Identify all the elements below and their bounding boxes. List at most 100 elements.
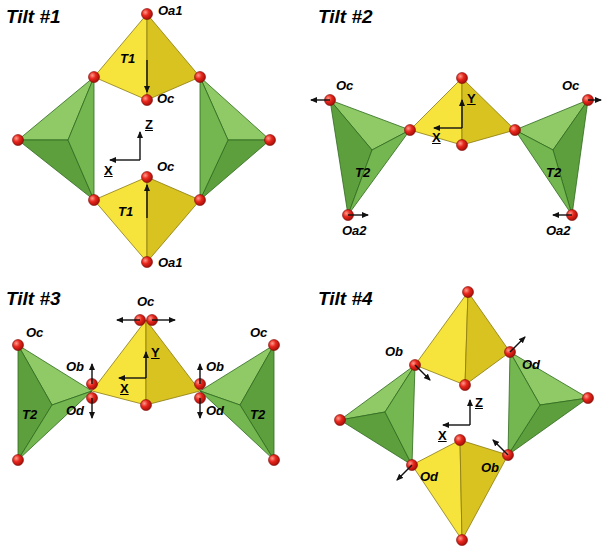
displacement-arrows-part — [311, 99, 330, 100]
yellow-tetrahedra-part — [146, 320, 200, 405]
atom-label: Oa1 — [158, 256, 183, 271]
atom-label: Oc — [562, 79, 579, 94]
oxygen-atoms-part — [457, 140, 468, 151]
axis-label: X — [120, 382, 129, 397]
green-tetrahedra-part — [330, 100, 372, 215]
atom-label: Oc — [137, 295, 154, 310]
axis-arrows-part — [145, 352, 146, 378]
displacement-arrows-part — [553, 214, 572, 215]
yellow-tetrahedra — [92, 14, 515, 540]
tetrahedron-label: T1 — [120, 52, 135, 67]
yellow-tetrahedra-part — [462, 78, 515, 145]
yellow-tetrahedra-part — [412, 440, 462, 540]
yellow-tetrahedra-part — [147, 177, 200, 262]
oxygen-atoms-part — [455, 435, 466, 446]
atom-label: Od — [522, 358, 540, 373]
oxygen-atoms-part — [269, 340, 280, 351]
axis-arrows-part — [110, 159, 140, 160]
tetrahedron-label: T2 — [546, 166, 561, 181]
axis-arrows-part — [469, 400, 470, 425]
atom-label: Oc — [250, 326, 267, 341]
axis-label: Y — [151, 346, 160, 361]
oxygen-atoms-part — [141, 400, 152, 411]
axis-arrows-part — [434, 127, 462, 128]
oxygen-atoms-part — [463, 287, 474, 298]
yellow-tetrahedra-part — [465, 292, 510, 385]
oxygen-atoms-part — [13, 340, 24, 351]
oxygen-atoms-part — [142, 9, 153, 20]
axis-label: X — [438, 429, 447, 444]
atom-label: Oc — [336, 79, 353, 94]
oxygen-atoms-part — [405, 125, 416, 136]
axis-arrows — [110, 100, 470, 425]
green-tetrahedra-part — [348, 130, 410, 215]
axis-arrows-part — [443, 424, 470, 425]
axis-label: Y — [467, 92, 476, 107]
displacement-arrows-part — [510, 337, 525, 352]
oxygen-atoms-part — [195, 195, 206, 206]
displacement-arrows — [92, 60, 601, 480]
yellow-tetrahedra-part — [147, 14, 200, 100]
oxygen-atoms-part — [510, 125, 521, 136]
panel-title: Tilt #1 — [6, 6, 61, 28]
oxygen-atoms-part — [265, 135, 276, 146]
axis-label: X — [432, 131, 441, 146]
atom-label: Oc — [26, 326, 43, 341]
oxygen-atoms-part — [269, 455, 280, 466]
green-tetrahedra-part — [553, 100, 588, 215]
atom-label: Oc — [157, 92, 174, 107]
green-tetrahedra-part — [18, 391, 92, 460]
green-tetrahedra-part — [68, 77, 94, 200]
axis-arrows-part — [139, 132, 140, 160]
oxygen-atoms-part — [583, 393, 594, 404]
displacement-arrows-part — [415, 365, 430, 380]
yellow-tetrahedra-part — [94, 14, 147, 100]
displacement-arrows-part — [493, 440, 508, 455]
displacement-arrows-part — [348, 214, 368, 215]
displacement-arrows-part — [199, 364, 200, 384]
atom-label: Oa2 — [342, 224, 367, 239]
displacement-arrows-part — [397, 465, 412, 480]
panel-title: Tilt #3 — [6, 288, 61, 310]
tetrahedron-label: T2 — [250, 408, 265, 423]
panel-title: Tilt #4 — [318, 288, 373, 310]
atom-label: Ob — [206, 360, 224, 375]
yellow-tetrahedra-part — [94, 177, 147, 262]
atom-label: Oa1 — [158, 4, 183, 19]
displacement-arrows-part — [588, 99, 601, 100]
tetrahedron-label: T2 — [22, 408, 37, 423]
oxygen-atoms-part — [89, 195, 100, 206]
axis-arrows-part — [461, 100, 462, 128]
oxygen-atoms-part — [142, 257, 153, 268]
panel-title: Tilt #2 — [318, 6, 373, 28]
axis-label: Z — [145, 118, 153, 133]
green-tetrahedra-part — [508, 352, 540, 455]
oxygen-atoms-part — [335, 415, 346, 426]
atom-label: Ob — [66, 360, 84, 375]
oxygen-atoms-part — [142, 172, 153, 183]
tetrahedron-label: T1 — [118, 205, 133, 220]
oxygen-atoms-part — [195, 72, 206, 83]
oxygen-atoms — [13, 9, 594, 546]
displacement-arrows-part — [146, 185, 147, 218]
atom-label: Od — [206, 404, 224, 419]
green-tetrahedra-part — [385, 365, 415, 465]
oxygen-atoms-part — [13, 135, 24, 146]
yellow-tetrahedra-part — [460, 440, 508, 540]
displacement-arrows-part — [91, 364, 92, 384]
yellow-tetrahedra-part — [92, 320, 146, 405]
axis-label: X — [104, 164, 113, 179]
displacement-arrows-part — [117, 319, 140, 320]
atom-label: Oa2 — [546, 224, 571, 239]
axis-label: Z — [475, 396, 483, 411]
green-tetrahedra — [18, 77, 588, 465]
atom-label: Od — [420, 470, 438, 485]
displacement-arrows-part — [146, 60, 147, 92]
displacement-arrows-part — [199, 398, 200, 418]
oxygen-atoms-part — [13, 455, 24, 466]
oxygen-atoms-part — [142, 95, 153, 106]
oxygen-atoms-part — [457, 535, 468, 546]
atom-label: Od — [66, 404, 84, 419]
